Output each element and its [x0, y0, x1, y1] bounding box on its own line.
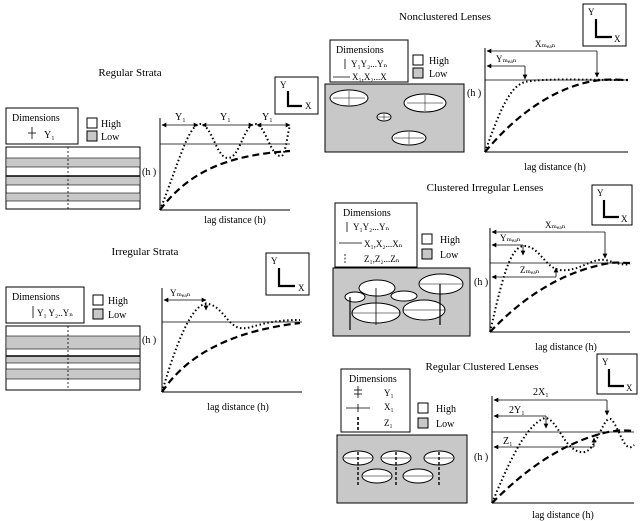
variogram-nonclustered: Xₘₑₐₙ Yₘₑₐₙ [484, 39, 629, 153]
svg-text:lag distance (h): lag distance (h) [535, 342, 597, 353]
title-irregular-strata: Irregular Strata [112, 246, 179, 258]
svg-text:X: X [621, 214, 628, 224]
variogram-regular-clustered: 2X₁ 2Y₁ Z₁ [491, 387, 635, 504]
svg-text:Y₁: Y₁ [384, 388, 394, 398]
low-swatch [86, 130, 98, 142]
panel-clustered-irregular-lenses: Clustered Irregular Lenses Dimensions Y₁… [332, 182, 633, 353]
svg-text:X₁: X₁ [384, 402, 394, 412]
axis-icon-nonclustered: Y X [582, 3, 627, 47]
dim-yn: Y₁ Y₂..Yₙ [37, 308, 73, 318]
svg-text:X: X [298, 283, 305, 293]
title-regular-clustered: Regular Clustered Lenses [425, 361, 538, 373]
svg-text:Y: Y [280, 80, 287, 90]
svg-text:(h ): (h ) [474, 277, 488, 288]
svg-text:Low: Low [436, 419, 455, 430]
period-label-1: Y₁ [175, 112, 186, 123]
xmean-label: Xₘₑₐₙ [535, 39, 556, 49]
high-label: High [101, 119, 121, 130]
variogram-clustered-irregular: Xₘₑₐₙ Yₘₑₐₙ Zₘₑₐₙ [489, 220, 631, 333]
legend-regular-strata: Dimensions Y₁ High Low [5, 107, 121, 145]
svg-text:lag distance (h): lag distance (h) [532, 510, 594, 521]
svg-text:2Y₁: 2Y₁ [509, 405, 525, 416]
svg-text:High: High [436, 404, 456, 415]
svg-text:High: High [440, 235, 460, 246]
svg-text:X: X [305, 101, 312, 111]
low-label: Low [101, 132, 120, 143]
title-nonclustered: Nonclustered Lenses [399, 11, 491, 23]
dim-y1: Y₁ [44, 130, 55, 141]
svg-text:Low: Low [440, 250, 459, 261]
legend-irregular-strata: Dimensions Y₁ Y₂..Yₙ High Low [5, 286, 128, 324]
svg-text:Z₁,Z₂...Zₙ: Z₁,Z₂...Zₙ [364, 254, 400, 264]
svg-text:(h ): (h ) [467, 88, 481, 99]
panel-regular-clustered-lenses: Regular Clustered Lenses Dimensions Y₁ X… [336, 353, 638, 521]
svg-text:Y₁Y₂...Yₙ: Y₁Y₂...Yₙ [353, 222, 390, 232]
axis-icon-irregular-strata: Y X [265, 252, 310, 296]
panel-nonclustered-lenses: Nonclustered Lenses Dimensions Y₁Y₂...Yₙ… [324, 3, 629, 173]
period-label-2: Y₁ [220, 112, 231, 123]
variogram-regular-strata: Y₁ Y₁ Y₁ [159, 112, 291, 211]
svg-text:Dimensions: Dimensions [336, 45, 384, 56]
svg-text:Y: Y [597, 188, 604, 198]
axis-icon-clustered-irregular: Y X [591, 184, 633, 226]
svg-text:X₁,X₂...Xₙ: X₁,X₂...Xₙ [364, 239, 403, 249]
svg-text:2X₁: 2X₁ [533, 387, 549, 398]
svg-text:Z₁: Z₁ [503, 436, 513, 447]
legend-regular-clustered: Dimensions Y₁ X₁ Z₁ High Low [340, 368, 456, 433]
svg-text:Y: Y [271, 256, 278, 266]
svg-text:Y₁Y₂...Yₙ: Y₁Y₂...Yₙ [351, 59, 388, 69]
title-clustered-irregular: Clustered Irregular Lenses [427, 182, 544, 194]
svg-text:High: High [108, 296, 128, 307]
svg-text:Xₘₑₐₙ: Xₘₑₐₙ [545, 220, 566, 230]
svg-text:(h ): (h ) [142, 335, 156, 346]
svg-text:Yₘₑₐₙ: Yₘₑₐₙ [500, 233, 521, 243]
svg-text:High: High [429, 56, 449, 67]
panel-irregular-strata: Irregular Strata Dimensions Y₁ Y₂..Yₙ Hi… [5, 246, 310, 413]
svg-text:Low: Low [108, 310, 127, 321]
svg-text:X: X [614, 34, 621, 44]
svg-text:X: X [626, 383, 633, 393]
svg-text:lag distance (h): lag distance (h) [207, 402, 269, 413]
lag-distance-label: lag distance (h) [204, 215, 266, 226]
variogram-dotted-hole [159, 122, 291, 211]
svg-text:Y: Y [602, 357, 609, 367]
axis-icon-regular-strata: Y X [274, 76, 319, 115]
h-axis-label: (h ) [142, 167, 156, 178]
variogram-dashed-model [159, 149, 291, 211]
svg-text:Dimensions: Dimensions [349, 374, 397, 385]
svg-text:X₁,X₂...X: X₁,X₂...X [352, 72, 387, 82]
strata-block-regular [5, 146, 141, 210]
panel-regular-strata: Regular Strata Dimensions Y₁ High Low (h… [5, 67, 319, 226]
lens-block-regular-clustered [336, 434, 468, 504]
period-label-3: Y₁ [262, 112, 273, 123]
svg-text:Dimensions: Dimensions [12, 292, 60, 303]
lens-block-nonclustered [324, 83, 465, 153]
legend-nonclustered: Dimensions Y₁Y₂...Yₙ X₁,X₂...X High Low [329, 39, 449, 83]
high-swatch [86, 117, 98, 129]
ymean-label-nc: Yₘₑₐₙ [496, 54, 517, 64]
ymean-label: Yₘₑₐₙ [170, 288, 191, 298]
svg-text:lag distance (h): lag distance (h) [524, 162, 586, 173]
svg-text:Z₁: Z₁ [384, 418, 393, 428]
variogram-irregular-strata: Yₘₑₐₙ [161, 288, 302, 393]
strata-block-irregular [5, 325, 141, 391]
axis-icon-regular-clustered: Y X [596, 353, 638, 395]
dimensions-label: Dimensions [12, 113, 60, 124]
svg-text:Dimensions: Dimensions [343, 208, 391, 219]
title-regular-strata: Regular Strata [98, 67, 161, 79]
svg-text:Low: Low [429, 69, 448, 80]
svg-text:Y: Y [588, 7, 595, 17]
lens-block-clustered-irregular [332, 267, 471, 337]
svg-text:Zₘₑₐₙ: Zₘₑₐₙ [520, 265, 540, 275]
svg-text:(h ): (h ) [474, 452, 488, 463]
legend-clustered-irregular: Dimensions Y₁Y₂...Yₙ X₁,X₂...Xₙ Z₁,Z₂...… [334, 202, 460, 268]
